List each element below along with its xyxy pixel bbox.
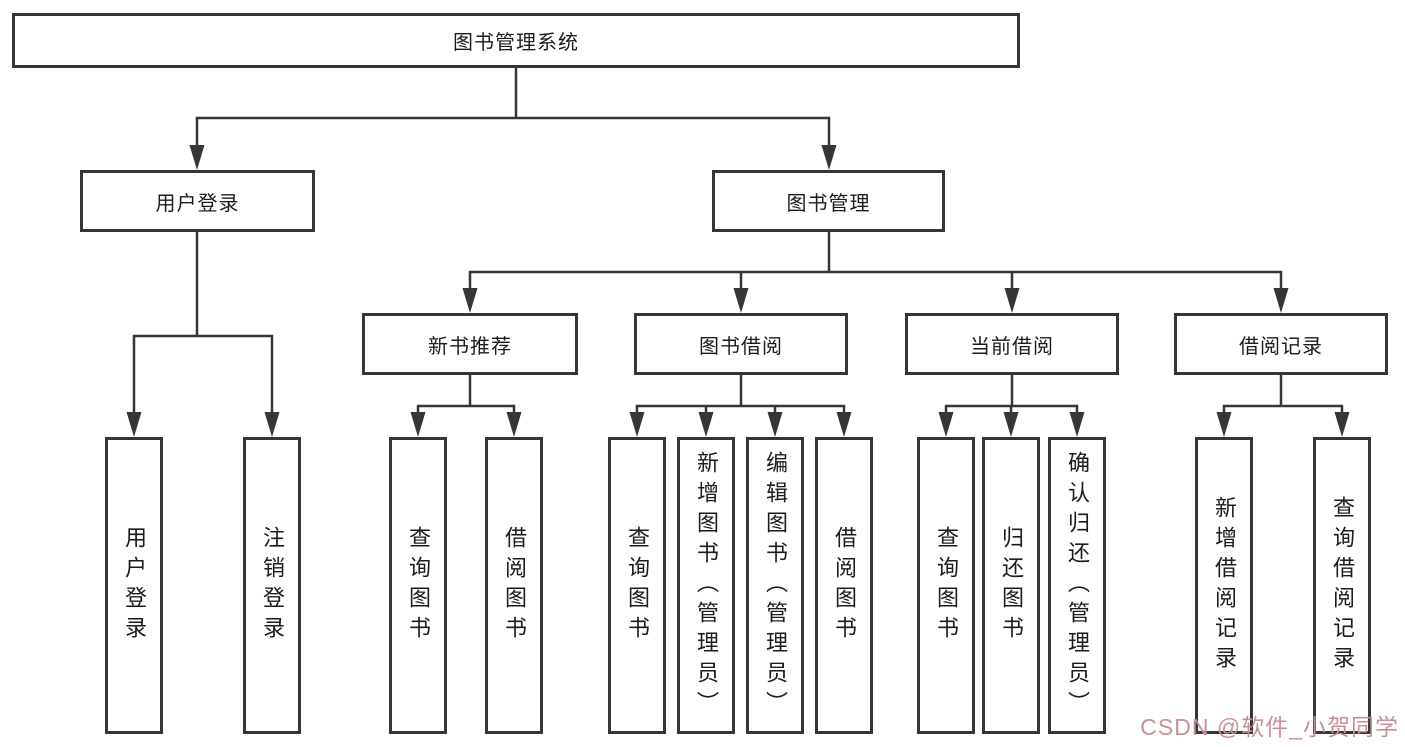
node-label: 查询图书	[406, 525, 431, 646]
node-borrowing-records: 借阅记录	[1174, 313, 1388, 375]
node-user-login-module: 用户登录	[80, 170, 315, 232]
leaf-add-borrow-record: 新增借阅记录	[1195, 437, 1253, 734]
csdn-watermark: CSDN @软件_小贺同学	[1140, 714, 1399, 740]
node-label: 图书管理系统	[453, 32, 579, 54]
node-label: 查询借阅记录	[1330, 495, 1355, 676]
leaf-add-books-admin: 新增图书（管理员）	[677, 437, 735, 734]
node-label: 新增借阅记录	[1212, 495, 1237, 676]
leaf-user-login: 用户登录	[105, 437, 163, 734]
node-label: 当前借阅	[970, 335, 1054, 358]
leaf-confirm-return-admin: 确认归还（管理员）	[1048, 437, 1106, 734]
node-book-borrowing: 图书借阅	[634, 313, 848, 375]
node-current-borrowing: 当前借阅	[905, 313, 1119, 375]
node-label: 借阅记录	[1239, 335, 1323, 358]
node-label: 查询图书	[625, 525, 650, 646]
leaf-borrow-books: 借阅图书	[815, 437, 873, 734]
leaf-query-books: 查询图书	[608, 437, 666, 734]
leaf-query-borrow-record: 查询借阅记录	[1313, 437, 1371, 734]
node-label: 图书管理	[786, 192, 871, 215]
node-system-root: 图书管理系统	[12, 13, 1020, 68]
node-label: 编辑图书（管理员）	[763, 450, 788, 721]
node-label: 借阅图书	[502, 525, 527, 646]
leaf-query-books: 查询图书	[917, 437, 975, 734]
node-label: 新增图书（管理员）	[694, 450, 719, 721]
node-label: 用户登录	[155, 192, 240, 215]
node-new-book-recommendation: 新书推荐	[362, 313, 578, 375]
leaf-borrow-books: 借阅图书	[485, 437, 543, 734]
node-label: 确认归还（管理员）	[1065, 450, 1090, 721]
node-label: 用户登录	[122, 525, 147, 646]
node-label: 归还图书	[999, 525, 1024, 646]
node-label: 借阅图书	[832, 525, 857, 646]
node-label: 图书借阅	[699, 335, 783, 358]
node-label: 查询图书	[934, 525, 959, 646]
leaf-logout: 注销登录	[243, 437, 301, 734]
leaf-return-books: 归还图书	[982, 437, 1040, 734]
node-label: 新书推荐	[428, 335, 512, 358]
node-book-management-module: 图书管理	[712, 170, 945, 232]
leaf-edit-books-admin: 编辑图书（管理员）	[746, 437, 804, 734]
leaf-query-books: 查询图书	[389, 437, 447, 734]
node-label: 注销登录	[260, 525, 285, 646]
